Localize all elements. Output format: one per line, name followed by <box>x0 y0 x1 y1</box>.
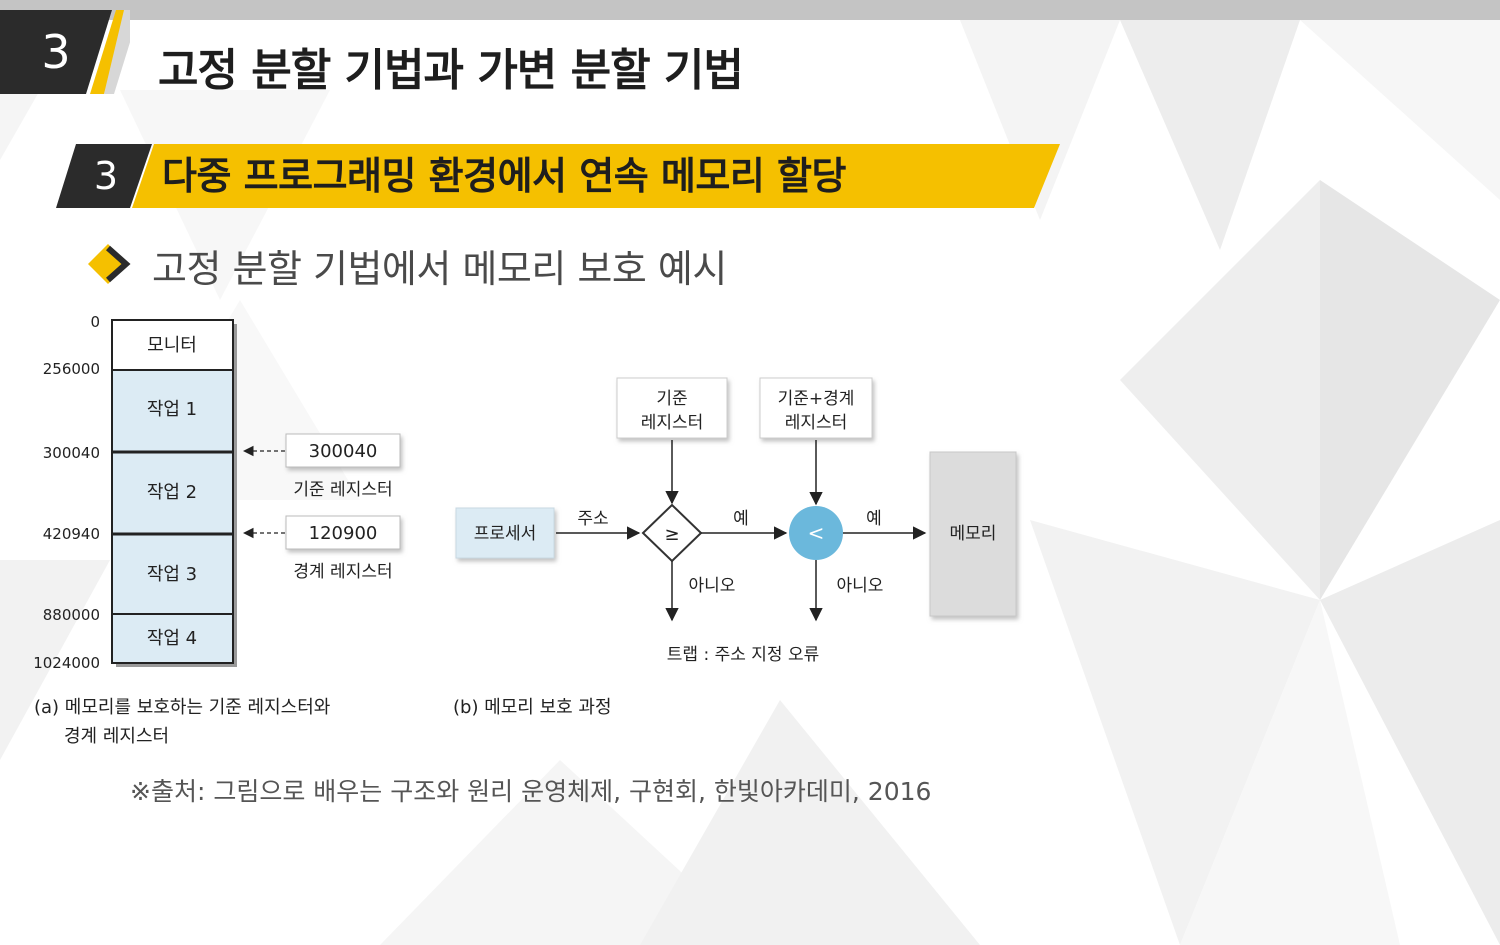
subheader-title: 다중 프로그래밍 환경에서 연속 메모리 할당 <box>162 154 846 198</box>
address-420940: 420940 <box>43 525 100 543</box>
protection-flow: 기준 레지스터 기준+경계 레지스터 프로세서 주소 ≥ 예 < 예 메모리 <box>455 377 1017 665</box>
flow-memory-label: 메모리 <box>950 524 997 544</box>
flow-no-1: 아니오 <box>689 576 736 596</box>
memory-protection-diagram: 모니터 작업 1 작업 2 작업 3 작업 4 0 256000 300040 … <box>33 313 1017 672</box>
flow-base-register-line1: 기준 <box>656 389 687 409</box>
flow-memory <box>929 451 1017 617</box>
block-job-3: 작업 3 <box>147 564 197 585</box>
flow-address-label: 주소 <box>577 509 608 529</box>
subheader-number: 3 <box>93 154 119 198</box>
subheader-banner <box>56 144 1060 208</box>
caption-a-line2: 경계 레지스터 <box>64 726 170 747</box>
bullet-text: 고정 분할 기법에서 메모리 보호 예시 <box>152 247 727 291</box>
limit-register-box <box>285 515 401 550</box>
flow-trap-label: 트랩 : 주소 지정 오류 <box>667 645 819 665</box>
section-number-box <box>0 10 130 94</box>
limit-register-label: 경계 레지스터 <box>293 562 392 582</box>
flow-sum-register-line2: 레지스터 <box>785 413 848 433</box>
flow-base-register <box>616 377 728 439</box>
block-job-2: 작업 2 <box>147 482 197 503</box>
flow-processor-label: 프로세서 <box>474 524 537 544</box>
flow-sum-register-line1: 기준+경계 <box>778 389 855 409</box>
flow-compare-lt-symbol: < <box>808 521 825 545</box>
flow-compare-ge-symbol: ≥ <box>664 524 679 545</box>
address-880000: 880000 <box>43 606 100 624</box>
block-job-4: 작업 4 <box>147 628 197 649</box>
flow-yes-1: 예 <box>733 509 749 529</box>
diamond-arrow-icon <box>88 244 131 284</box>
flow-sum-register <box>759 377 873 439</box>
source-citation: ※출처: 그림으로 배우는 구조와 원리 운영체제, 구현회, 한빛아카데미, … <box>130 777 932 806</box>
address-256000: 256000 <box>43 360 100 378</box>
block-monitor: 모니터 <box>147 335 197 356</box>
address-300040: 300040 <box>43 444 100 462</box>
address-0: 0 <box>90 313 100 331</box>
caption-b: (b) 메모리 보호 과정 <box>453 697 612 718</box>
limit-register-value: 120900 <box>309 523 378 544</box>
base-register-box <box>285 433 401 468</box>
section-number: 3 <box>41 25 71 79</box>
flow-compare-lt <box>789 506 843 560</box>
base-register-value: 300040 <box>309 441 378 462</box>
address-1024000: 1024000 <box>33 654 100 672</box>
caption-a-line1: (a) 메모리를 보호하는 기준 레지스터와 <box>34 697 331 718</box>
flow-processor <box>455 507 555 559</box>
page-title: 고정 분할 기법과 가변 분할 기법 <box>158 45 744 96</box>
top-bar <box>0 0 1500 20</box>
block-job-1: 작업 1 <box>147 399 197 420</box>
flow-base-register-line2: 레지스터 <box>641 413 704 433</box>
memory-map: 모니터 작업 1 작업 2 작업 3 작업 4 0 256000 300040 … <box>33 313 401 672</box>
flow-yes-2: 예 <box>866 509 882 529</box>
base-register-label: 기준 레지스터 <box>293 480 392 500</box>
flow-no-2: 아니오 <box>837 576 884 596</box>
